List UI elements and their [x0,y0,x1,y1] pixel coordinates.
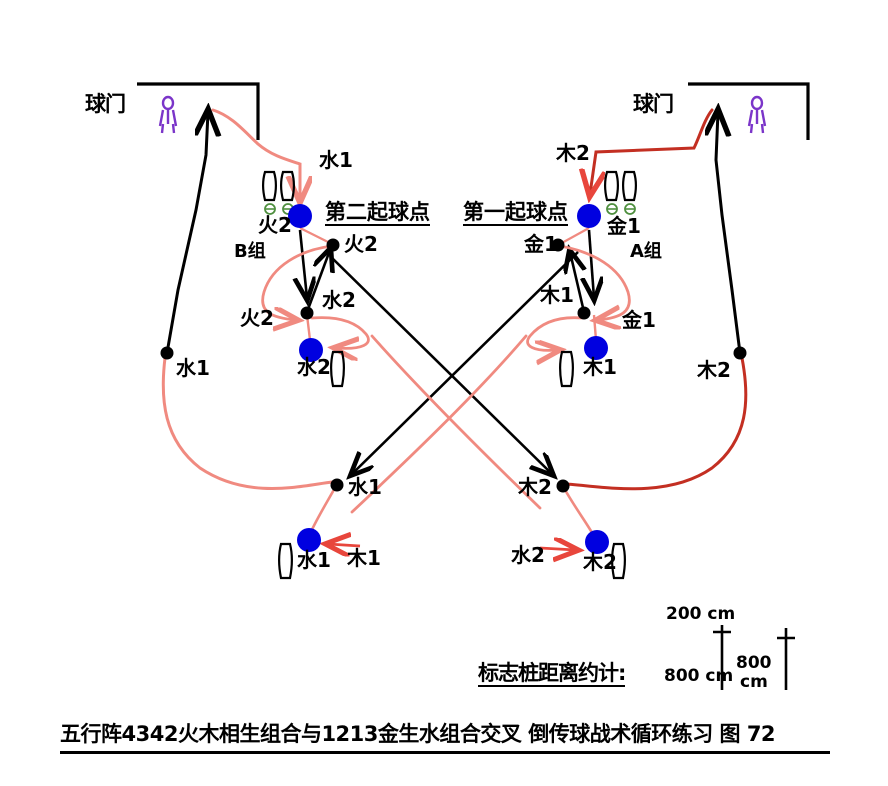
marker-label-shui1-far-left: 水1 [176,356,210,380]
marker-label-shui1-bottom-player: 水1 [297,548,331,572]
bottom-arrow-left [328,544,361,546]
player-shui1-bottom [297,528,321,552]
cross-run-right-to-left [352,251,579,474]
node-shui1-bottom [330,478,344,492]
scale-top-label: 200 cm [666,604,736,624]
marker-label-shui2-player-left: 水2 [297,355,331,379]
marker-label-huo2-cone-left: 火2 [258,213,292,237]
player-mu2-bottom [585,530,609,554]
bottom-arrow-right [539,548,576,550]
node-dots [160,238,747,493]
cone-icon-right-pair [604,170,637,202]
ball-link-left-top-to-node [299,227,333,245]
ball-path-right-loop-inner [526,316,584,351]
cone-icon-left-pair [262,170,295,202]
scale-left-label: 800 cm [664,666,734,686]
node-mu2-far-right [733,346,747,360]
ball-path-left-loop-outer [261,244,334,320]
player-b-group [288,204,312,228]
ball-link-right-top-to-node [559,227,590,245]
ball-path-left-goal-to-point [211,108,300,200]
player-a-group [577,204,601,228]
player-shui2-mid-left [299,338,323,362]
scale-bar-ticks [713,625,795,690]
marker-label-shui2-bottom: 水2 [511,543,545,567]
player-silhouette-left-mid [330,350,345,388]
marker-label-mu1-node-right: 木1 [540,283,574,307]
pass-arrow-right-node-up [570,252,584,313]
scale-right-label-top: 800 [736,653,772,673]
marker-label-jin1-node-right: 金1 [524,232,558,256]
goal-frame-left [137,82,260,140]
ball-path-left-loop-inner [310,316,370,349]
marker-label-shui1-top-left: 水1 [319,148,353,172]
goalkeeper-icon-left [158,95,178,134]
marker-label-huo2-node-left: 火2 [344,232,378,256]
figure-caption: 五行阵4342火木相生组合与1213金生水组合交叉 倒传球战术循环练习 图 72 [60,718,830,754]
pass-arrow-left-top-to-node [300,229,307,298]
run-line-right-to-goal [716,112,742,355]
start-point-first: 第一起球点 [463,200,568,226]
wide-arc-right [564,356,748,491]
node-shui2-left [300,306,314,320]
scale-title: 标志桩距离约计: [478,661,626,687]
goal-frame-right [688,82,810,140]
marker-label-shui2-node-left: 水2 [322,288,356,312]
group-label-b: B组 [234,241,266,262]
cross-run-left-to-right [329,255,552,474]
marker-label-mu1-player-right: 木1 [583,355,617,379]
marker-label-jin1-mid-right: 金1 [622,308,656,332]
goal-label-left: 球门 [85,92,126,116]
marker-label-mu2-bottom-player: 木2 [583,550,617,574]
start-point-second: 第二起球点 [325,200,430,226]
ball-path-right-loop-outer [558,244,631,320]
marker-label-shui1-bottom-node: 水1 [348,475,382,499]
pass-arrow-left-node-up [305,250,330,313]
goalkeeper-icon-right [747,95,767,134]
cross-ball-path-left-up [370,334,542,510]
player-silhouette-right-bottom [611,542,626,580]
player-silhouette-right-mid [559,350,574,388]
goal-label-right: 球门 [633,92,674,116]
player-mu1-mid-right [584,336,608,360]
marker-label-mu2-bottom-node: 木2 [518,475,552,499]
marker-label-mu2-far-right: 木2 [697,358,731,382]
cross-ball-path-right-up [350,334,528,514]
marker-label-mu2-top-right: 木2 [556,141,590,165]
node-huo2-left [326,238,340,252]
run-line-left-to-goal [165,112,208,355]
node-shui1-far-left [160,346,174,360]
node-mu1-right [577,306,591,320]
pass-arrow-right-top-to-node [589,229,594,298]
ball-path-right-goal-to-point [590,108,714,194]
bottom-link-right [562,487,596,537]
group-label-a: A组 [630,241,662,262]
node-mu2-bottom [556,479,570,493]
scale-right-label-bottom: cm [740,672,768,692]
player-silhouette-left-bottom [278,542,293,580]
bottom-link-left [308,485,338,535]
marker-label-huo2-mid-left: 火2 [240,306,274,330]
wide-arc-left [161,356,334,490]
marker-label-mu1-bottom: 木1 [347,546,381,570]
player-circles [288,204,609,554]
node-jin1-right [551,238,565,252]
cone-marker-right-pair [606,203,636,215]
marker-label-jin1-player-right: 金1 [607,214,641,238]
